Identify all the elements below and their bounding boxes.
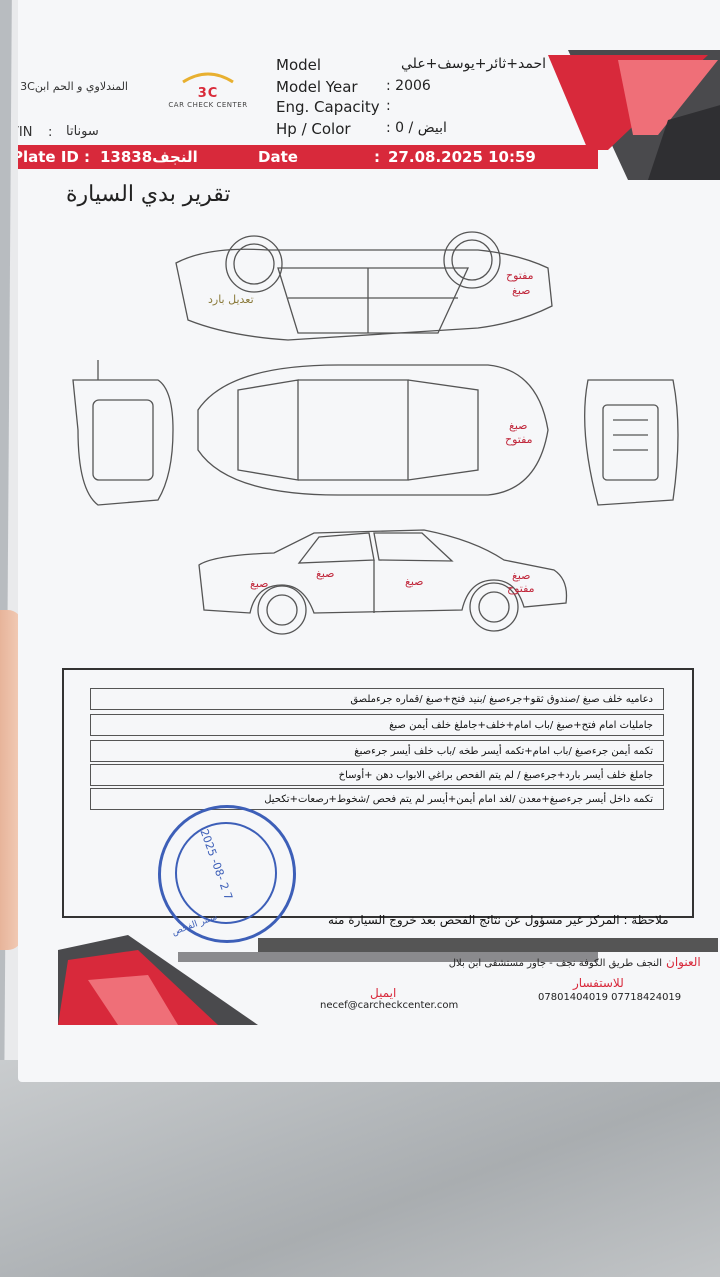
annotation-paint-4: صبغ xyxy=(405,575,424,588)
field-model-value: احمد+ثائر+يوسف+علي xyxy=(401,56,546,72)
report-title: تقرير بدي السيارة xyxy=(66,182,231,207)
field-year-value: : 2006 xyxy=(386,78,431,94)
note-row: دعاميه خلف صبغ /صندوق ثقو+جرءصبغ /بنيد ف… xyxy=(90,688,664,710)
plate-value: النجف13838 xyxy=(100,148,198,166)
plate-date-band: Plate ID : النجف13838 Date : 27.08.2025 … xyxy=(18,145,598,169)
vin-label: VIN xyxy=(18,125,33,140)
logo-car-icon xyxy=(182,72,234,84)
car-diagram-top-side xyxy=(175,231,553,341)
field-color-value: : 0 / ابيض xyxy=(386,120,447,136)
logo-subtitle: CAR CHECK CENTER xyxy=(168,101,248,109)
vin-colon: : xyxy=(48,125,53,140)
hand-holding-paper xyxy=(0,610,22,950)
annotation-paint-5: صبغ xyxy=(250,577,269,590)
decorative-stripes-top xyxy=(548,50,720,180)
field-model-label: Model xyxy=(276,56,322,74)
field-year-label: Model Year xyxy=(276,78,358,96)
date-colon: : xyxy=(374,148,380,166)
note-row: جامليات امام فتح+صبغ /باب امام+خلف+جاملغ… xyxy=(90,714,664,736)
plate-label: Plate ID xyxy=(18,148,79,166)
address-label: العنوان xyxy=(666,955,701,969)
date-label: Date xyxy=(258,148,298,166)
note-row: جاملغ خلف أيسر بارد+جرءصبغ / لم يتم الفح… xyxy=(90,764,664,786)
car-diagram-side xyxy=(198,529,568,635)
annotation-paint-6: صبغ xyxy=(512,569,531,582)
disclaimer-text: ملاحظة : المركز غير مسؤول عن نتائج الفحص… xyxy=(328,913,669,927)
annotation-paint-1: صبغ xyxy=(512,284,531,297)
note-row: تكمه أيمن جرءصبغ /باب امام+تكمه أيسر طخه… xyxy=(90,740,664,762)
email-label: ايميل xyxy=(370,986,397,1000)
field-color-label: Hp / Color xyxy=(276,120,351,138)
annotation-open-3: مفتوح xyxy=(507,582,535,595)
notes-table: دعاميه خلف صبغ /صندوق ثقو+جرءصبغ /بنيد ف… xyxy=(62,668,694,918)
annotation-open-1: مفتوح xyxy=(506,269,534,282)
phone-numbers[interactable]: 07801404019 07718424019 xyxy=(538,992,682,1003)
company-name: المندلاوي و الحم ابن3C xyxy=(20,80,128,93)
note-row: تكمه داخل أيسر جرءصبغ+معدن /لغد امام أيم… xyxy=(90,788,664,810)
brand-logo: 3C CAR CHECK CENTER xyxy=(168,70,248,109)
annotation-open-2: مفتوح xyxy=(505,433,533,446)
fabric-background xyxy=(0,1060,720,1277)
inquiry-label: للاستفسار xyxy=(573,976,624,990)
annotation-paint-3: صبغ xyxy=(316,567,335,580)
official-stamp: 2025 -08- 2 7 سنتر الفحص xyxy=(158,805,296,943)
plate-colon: : xyxy=(84,148,90,166)
annotation-paint-2: صبغ xyxy=(509,419,528,432)
field-engine-label: Eng. Capacity xyxy=(276,98,380,116)
decorative-stripes-bottom xyxy=(58,935,718,1025)
car-diagram-roof xyxy=(72,360,679,506)
date-value: 27.08.2025 10:59 xyxy=(388,148,536,166)
vin-value: سوناتا xyxy=(66,124,99,139)
logo-text: 3C xyxy=(197,86,219,101)
address-text: النجف طريق الكوفة نجف - جاور مستشفى ابن … xyxy=(448,958,662,969)
field-engine-value: : xyxy=(386,98,391,114)
email-link[interactable]: necef@carcheckcenter.com xyxy=(320,1000,459,1011)
inspection-report-page: المندلاوي و الحم ابن3C 3C CAR CHECK CENT… xyxy=(18,0,720,1082)
annotation-cold-repair: تعديل بارد xyxy=(208,293,254,306)
